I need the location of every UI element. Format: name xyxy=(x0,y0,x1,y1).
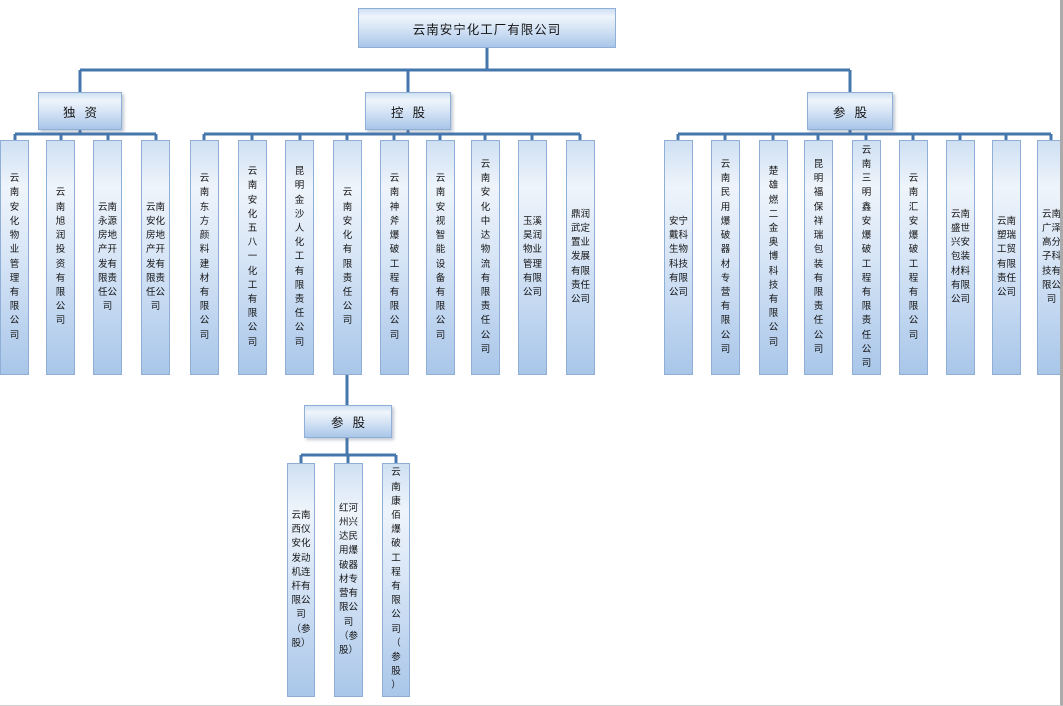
company-box[interactable]: 云南安化物业管理有限公司 xyxy=(0,140,29,375)
company-box[interactable]: 鼎润武定置业发展有限责任公司 xyxy=(566,140,595,375)
company-box[interactable]: 云南安化中达物流有限责任公司 xyxy=(471,140,500,375)
company-name: 鼎润武定置业发展有限责任公司 xyxy=(570,208,590,305)
company-box[interactable]: 云南安视智能设备有限公司 xyxy=(426,140,455,375)
company-name: 云南广泽高分子科技有限公司 xyxy=(1041,208,1061,305)
company-name: 云南塑瑞工贸有限责任公司 xyxy=(996,215,1016,298)
company-name: 云南民用爆破器材专营有限公司 xyxy=(720,159,731,355)
company-name: 安宁戴科生物科技有限公司 xyxy=(668,215,688,298)
category-equity-participation[interactable]: 参股 xyxy=(807,92,893,130)
company-box[interactable]: 安宁戴科生物科技有限公司 xyxy=(664,140,693,375)
company-name: 昆明金沙人化工有限责任公司 xyxy=(294,166,305,348)
company-name: 云南安化物业管理有限公司 xyxy=(9,173,20,341)
category-equity-participation-label: 参股 xyxy=(832,104,876,120)
subcategory-equity-participation[interactable]: 参股 xyxy=(304,405,392,438)
company-box[interactable]: 云南永源房地产开发有限责任公司 xyxy=(93,140,122,375)
connector-cangu-children xyxy=(676,130,1053,140)
company-box[interactable]: 云南神斧爆破工程有限公司 xyxy=(380,140,409,375)
company-name: 云南汇安爆破工程有限公司 xyxy=(908,173,919,341)
company-name: 云南永源房地产开发有限责任公司 xyxy=(97,201,117,313)
connector-duzi-children xyxy=(13,130,158,140)
company-name: 云南安化有限责任公司 xyxy=(342,187,353,327)
root-company-box[interactable]: 云南安宁化工厂有限公司 xyxy=(358,8,616,48)
company-box[interactable]: 云南安化房地产开发有限责任公司 xyxy=(141,140,170,375)
company-name: 云南康佰爆破工程有限公司（参股） xyxy=(391,467,401,692)
subcategory-equity-participation-label: 参股 xyxy=(330,415,374,430)
company-box[interactable]: 玉溪昊润物业管理有限公司 xyxy=(518,140,547,375)
company-box[interactable]: 云南民用爆破器材专营有限公司 xyxy=(711,140,740,375)
category-holding[interactable]: 控股 xyxy=(365,92,451,130)
company-name: 云南盛世兴安包装材料有限公司 xyxy=(950,208,970,305)
company-name: 玉溪昊润物业管理有限公司 xyxy=(522,215,542,298)
company-box[interactable]: 云南旭润投资有限公司 xyxy=(46,140,75,375)
company-box[interactable]: 云南东方颜料建材有限公司 xyxy=(190,140,219,375)
company-box[interactable]: 昆明金沙人化工有限责任公司 xyxy=(285,140,314,375)
company-box[interactable]: 云南广泽高分子科技有限公司 xyxy=(1037,140,1061,375)
company-name: 云南西仪安化发动机连杆有限公司（参股） xyxy=(291,509,311,649)
company-box[interactable]: 云南塑瑞工贸有限责任公司 xyxy=(992,140,1021,375)
company-box[interactable]: 云南三明鑫安爆破工程有限责任公司 xyxy=(852,140,881,375)
company-name: 昆明福保祥瑞包装有限责任公司 xyxy=(813,159,824,355)
connector-konggu-children xyxy=(202,130,582,140)
company-box[interactable]: 云南安化五八一化工有限公司 xyxy=(238,140,267,375)
company-box[interactable]: 云南盛世兴安包装材料有限公司 xyxy=(946,140,975,375)
category-wholly-owned[interactable]: 独资 xyxy=(38,92,122,130)
company-box[interactable]: 云南安化有限责任公司 xyxy=(333,140,362,375)
category-wholly-owned-label: 独资 xyxy=(62,104,106,120)
company-name: 云南安化五八一化工有限公司 xyxy=(247,166,258,348)
company-box[interactable]: 红河州兴达民用爆破器材专营有限公司（参股） xyxy=(334,463,363,697)
company-name: 云南安化房地产开发有限责任公司 xyxy=(145,201,165,313)
company-name: 楚雄燃二金奥博科技有限公司 xyxy=(768,166,779,348)
company-box[interactable]: 楚雄燃二金奥博科技有限公司 xyxy=(759,140,788,375)
root-company-label: 云南安宁化工厂有限公司 xyxy=(412,21,562,37)
company-name: 云南安视智能设备有限公司 xyxy=(435,173,446,341)
company-name: 云南东方颜料建材有限公司 xyxy=(199,173,210,341)
company-name: 云南安化中达物流有限责任公司 xyxy=(480,159,491,355)
company-name: 云南三明鑫安爆破工程有限责任公司 xyxy=(861,144,872,369)
company-name: 云南神斧爆破工程有限公司 xyxy=(389,173,400,341)
category-holding-label: 控股 xyxy=(390,104,434,120)
company-box[interactable]: 云南康佰爆破工程有限公司（参股） xyxy=(382,463,410,697)
company-name: 红河州兴达民用爆破器材专营有限公司（参股） xyxy=(338,502,358,656)
company-name: 云南旭润投资有限公司 xyxy=(55,187,66,327)
connector-root-to-categories xyxy=(78,48,852,92)
company-box[interactable]: 云南西仪安化发动机连杆有限公司（参股） xyxy=(287,463,315,697)
company-box[interactable]: 昆明福保祥瑞包装有限责任公司 xyxy=(804,140,833,375)
company-box[interactable]: 云南汇安爆破工程有限公司 xyxy=(899,140,928,375)
